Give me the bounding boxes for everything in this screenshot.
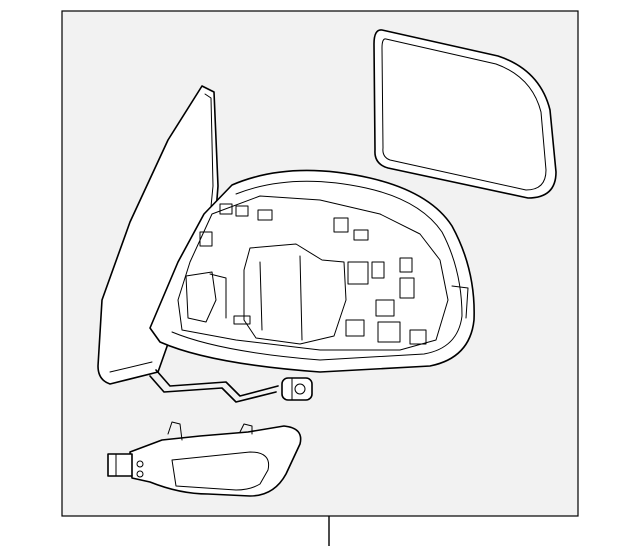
wire-harness bbox=[149, 369, 313, 403]
mirror-housing bbox=[149, 169, 475, 373]
turn-signal-lamp bbox=[107, 421, 302, 497]
mirror-glass bbox=[373, 29, 557, 199]
